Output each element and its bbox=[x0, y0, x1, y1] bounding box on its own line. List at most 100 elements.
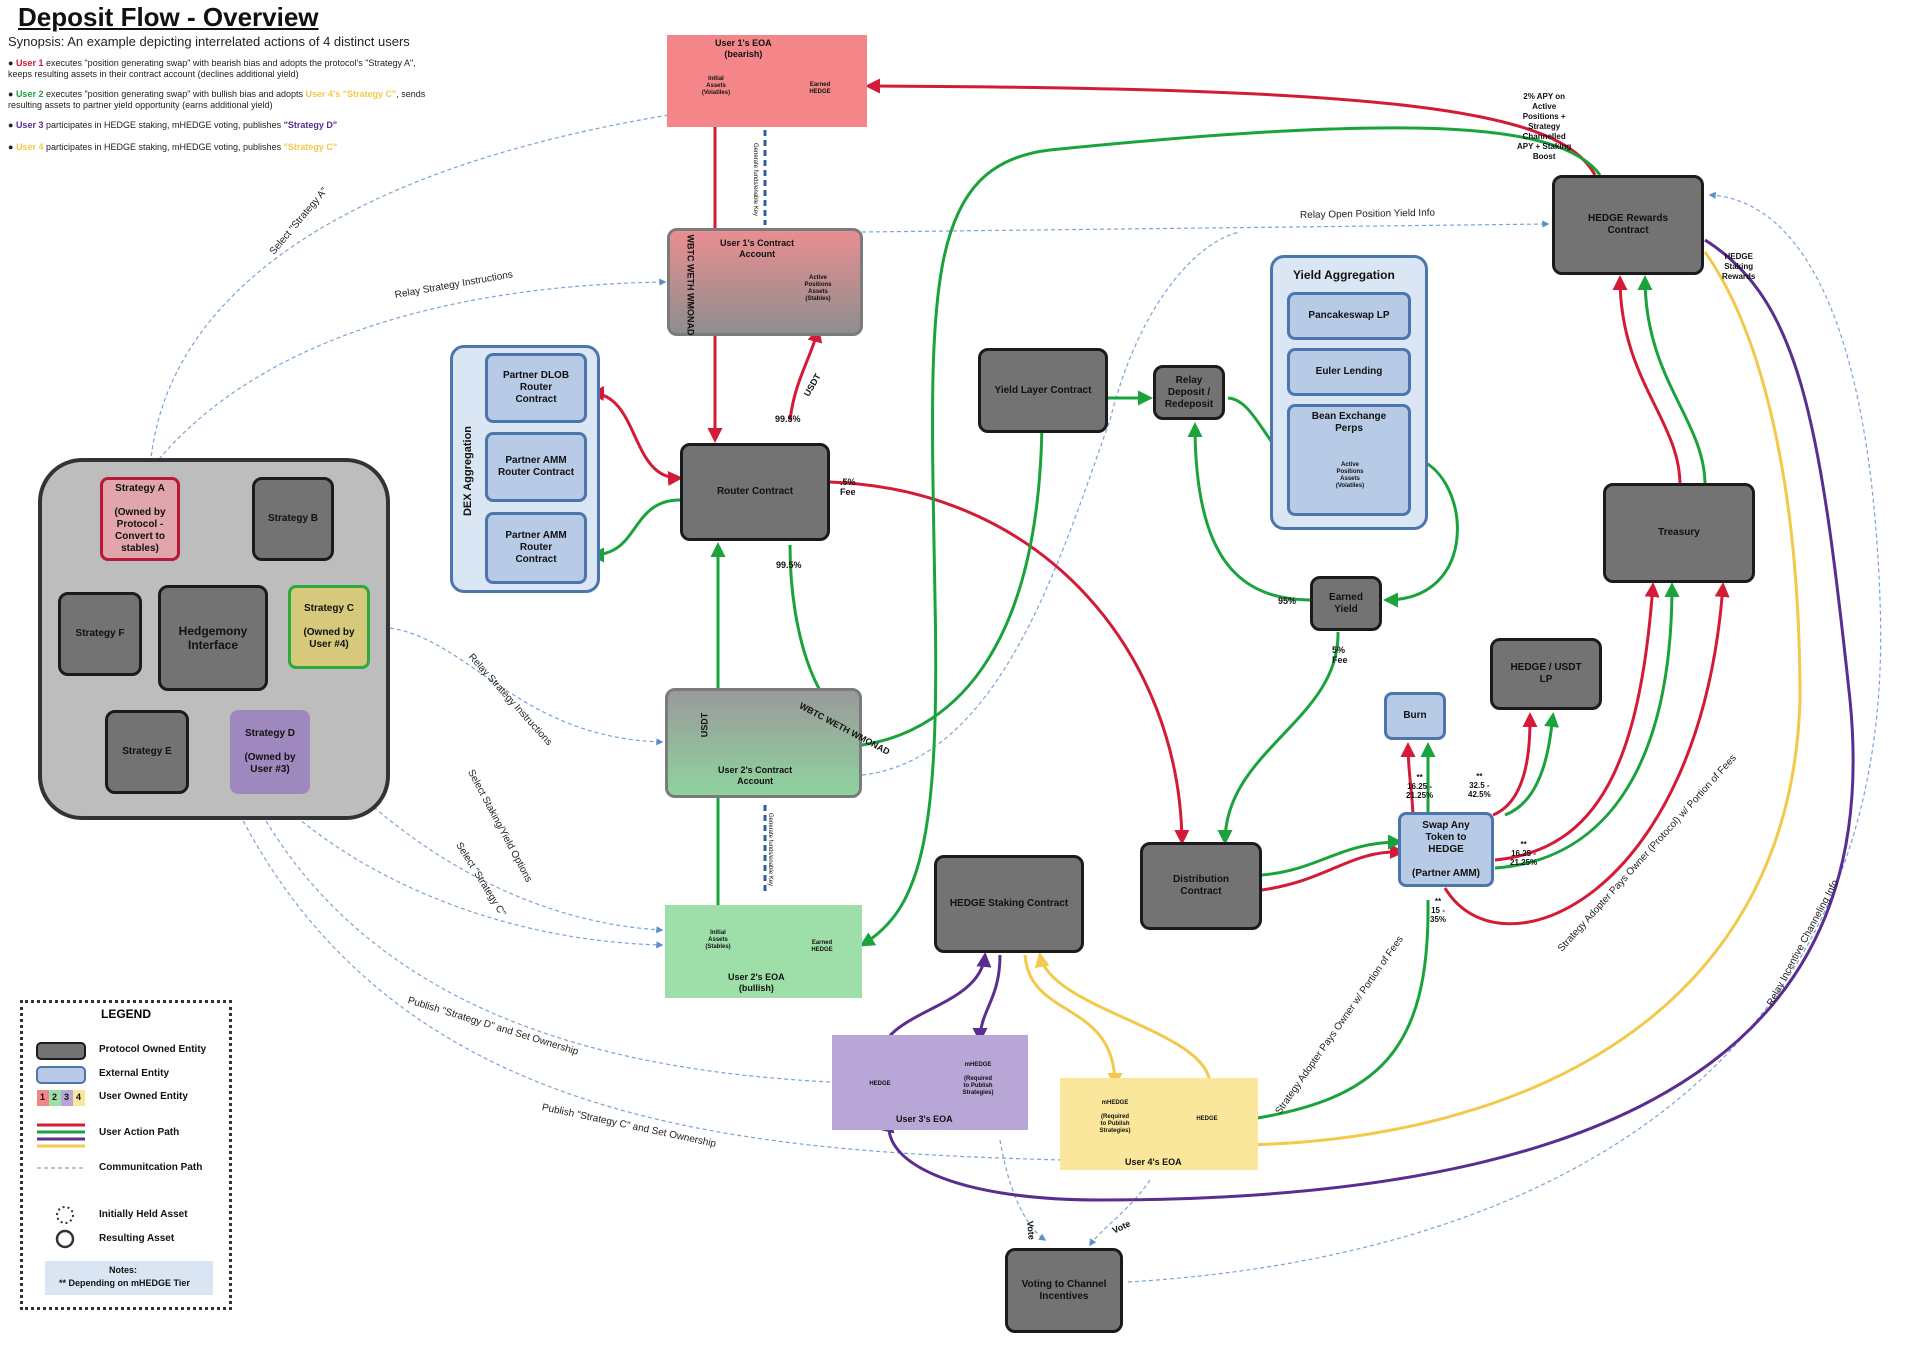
strategy-d[interactable]: Strategy D (Owned by User #3) bbox=[230, 710, 310, 794]
user2-earned-label: Earned HEDGE bbox=[811, 940, 833, 953]
page-title: Deposit Flow - Overview bbox=[18, 2, 319, 32]
green-earned-to-relay bbox=[1187, 422, 1313, 602]
yellow-hedge-to-staking bbox=[1034, 952, 1212, 1086]
green-earned-to-distribution bbox=[1217, 631, 1340, 845]
euler-lending[interactable]: Euler Lending bbox=[1287, 348, 1411, 396]
legend-title: LEGEND bbox=[101, 1007, 152, 1021]
user1-assets-label: WBTC WETH WMONAD bbox=[685, 234, 696, 336]
bean-exchange-perps[interactable]: Bean Exchange Perps bbox=[1287, 404, 1411, 516]
yield-layer-contract[interactable]: Yield Layer Contract bbox=[978, 348, 1108, 433]
yellow-staking-to-mhedge bbox=[1023, 954, 1123, 1088]
relay-open-position-label: Relay Open Position Yield Info bbox=[1299, 207, 1436, 221]
percent-99-5-top: 99.5% bbox=[775, 414, 801, 424]
legend-user-action: User Action Path bbox=[99, 1127, 180, 1138]
apy-label: 2% APY on Active Positions + Strategy Ch… bbox=[1517, 92, 1572, 161]
red-router-fee-to-distribution bbox=[829, 480, 1190, 845]
bean-active-label: Active Positions Assets (Volatiles) bbox=[1335, 462, 1365, 489]
user1-contract-label: User 1's Contract Account bbox=[720, 238, 795, 259]
percent-16-25-right: ** 16.25 - 21.25% bbox=[1510, 840, 1538, 867]
bullet-user4: ● User 4 participates in HEDGE staking, … bbox=[8, 142, 338, 152]
comm-vote-2 bbox=[1089, 1179, 1151, 1247]
pancakeswap-lp[interactable]: Pancakeswap LP bbox=[1287, 292, 1411, 340]
user1-contract-panel bbox=[667, 228, 863, 336]
legend: LEGEND 1 2 3 4 Protocol Owned Entity Ext… bbox=[20, 1000, 232, 1310]
user2-eoa-label: User 2's EOA (bullish) bbox=[728, 972, 785, 993]
red-swap-to-lp bbox=[1492, 712, 1538, 817]
legend-external: External Entity bbox=[99, 1068, 170, 1079]
comm-relay-strategy-instructions bbox=[149, 278, 667, 471]
percent-99-5-bottom: 99.5% bbox=[776, 560, 802, 570]
red-distribution-to-swap bbox=[1261, 844, 1405, 892]
hedgemony-interface[interactable]: Hedgemony Interface bbox=[158, 585, 268, 691]
red-treasury-to-rewards bbox=[1612, 275, 1682, 486]
legend-resulting: Resulting Asset bbox=[99, 1233, 175, 1244]
legend-protocol: Protocol Owned Entity bbox=[99, 1044, 207, 1055]
legend-initial: Initially Held Asset bbox=[99, 1209, 188, 1220]
user3-mhedge-label: mHEDGE (Required to Publish Strategies) bbox=[962, 1062, 994, 1096]
hedge-staking-contract[interactable]: HEDGE Staking Contract bbox=[934, 855, 1084, 953]
legend-n3: 3 bbox=[64, 1092, 70, 1102]
partner-amm-contract[interactable]: Partner AMM Router Contract bbox=[485, 512, 587, 584]
yellow-rewards-to-user4 bbox=[1242, 251, 1802, 1153]
strategy-b[interactable]: Strategy B bbox=[252, 477, 334, 561]
green-rewards-to-user2 bbox=[859, 126, 1602, 947]
user2-eoa-panel bbox=[665, 905, 862, 998]
green-distribution-to-swap bbox=[1261, 834, 1403, 877]
red-router-to-user1-contract bbox=[788, 327, 823, 421]
red-swap-to-treasury-2 bbox=[1443, 582, 1730, 926]
red-router-to-dlob bbox=[589, 386, 683, 486]
green-swap-to-treasury bbox=[1494, 582, 1680, 870]
strategy-f[interactable]: Strategy F bbox=[58, 592, 142, 676]
comm-relay-open-position bbox=[861, 220, 1550, 233]
user2-initial-label: Initial Assets (Stables) bbox=[705, 930, 731, 950]
strategy-c[interactable]: Strategy C (Owned by User #4) bbox=[288, 585, 370, 669]
yield-aggregation-title: Yield Aggregation bbox=[1293, 268, 1395, 282]
percent-16-25-top: ** 16.25 - 21.25% bbox=[1406, 773, 1434, 800]
voting-to-channel-incentives[interactable]: Voting to Channel Incentives bbox=[1005, 1248, 1123, 1333]
swap-any-token-to-hedge[interactable]: Swap Any Token to HEDGE (Partner AMM) bbox=[1398, 812, 1494, 887]
comm-relay-instructions-2 bbox=[389, 627, 664, 746]
relay-deposit-redeposit[interactable]: Relay Deposit / Redeposit bbox=[1153, 365, 1225, 420]
dex-aggregation-title: DEX Aggregation bbox=[462, 425, 475, 517]
partner-amm-router[interactable]: Partner AMM Router Contract bbox=[485, 432, 587, 502]
legend-user-owned: User Owned Entity bbox=[99, 1091, 188, 1102]
router-contract[interactable]: Router Contract bbox=[680, 443, 830, 541]
comm-user2-to-hedge-rewards bbox=[861, 231, 1241, 776]
legend-n2: 2 bbox=[52, 1092, 58, 1102]
burn[interactable]: Burn bbox=[1384, 692, 1446, 740]
legend-n1: 1 bbox=[40, 1092, 46, 1102]
treasury[interactable]: Treasury bbox=[1603, 483, 1755, 583]
green-router-to-amm bbox=[589, 498, 681, 563]
partner-dlob-router[interactable]: Partner DLOB Router Contract bbox=[485, 353, 587, 423]
user1-eoa-panel bbox=[667, 35, 867, 127]
green-user2-to-yield-layer bbox=[861, 417, 1050, 747]
legend-communication: Communitcation Path bbox=[99, 1162, 203, 1173]
user1-eoa-label: User 1's EOA (bearish) bbox=[715, 38, 772, 59]
user1-initial-label: Initial Assets (Volatiles) bbox=[701, 76, 731, 96]
staking-rewards-label: HEDGE Staking Rewards bbox=[1722, 252, 1756, 281]
distribution-contract[interactable]: Distribution Contract bbox=[1140, 842, 1262, 930]
hedge-rewards-contract[interactable]: HEDGE Rewards Contract bbox=[1552, 175, 1704, 275]
percent-95-label: 95% bbox=[1278, 596, 1297, 606]
strategy-a[interactable]: Strategy A (Owned by Protocol - Convert … bbox=[100, 477, 180, 561]
strategy-e[interactable]: Strategy E bbox=[105, 710, 189, 794]
hedge-usdt-lp[interactable]: HEDGE / USDT LP bbox=[1490, 638, 1602, 710]
green-bean-to-earned-yield bbox=[1383, 458, 1459, 608]
fee-0-5-label: .5% Fee bbox=[840, 477, 856, 497]
earned-yield[interactable]: Earned Yield bbox=[1310, 576, 1382, 631]
user3-hedge-label: HEDGE bbox=[869, 1081, 891, 1087]
comm-relay-incentive bbox=[1127, 191, 1882, 1283]
bullet-user3: ● User 3 participates in HEDGE staking, … bbox=[8, 120, 338, 130]
fee-5-label: 5% Fee bbox=[1332, 645, 1348, 665]
green-treasury-to-rewards bbox=[1637, 275, 1707, 486]
legend-n4: 4 bbox=[76, 1092, 82, 1102]
vote-label-1: Vote bbox=[1025, 1220, 1037, 1241]
user2-action-paths bbox=[589, 126, 1707, 1126]
red-swap-to-treasury bbox=[1494, 582, 1660, 862]
green-adopter-fees bbox=[1242, 899, 1430, 1126]
legend-symbols bbox=[36, 1042, 213, 1295]
generate-key-label-1: Generate funds/enable Key bbox=[752, 143, 758, 217]
user1-active-label: Active Positions Assets (Stables) bbox=[804, 275, 832, 302]
purple-rewards-to-user3 bbox=[879, 238, 1855, 1202]
